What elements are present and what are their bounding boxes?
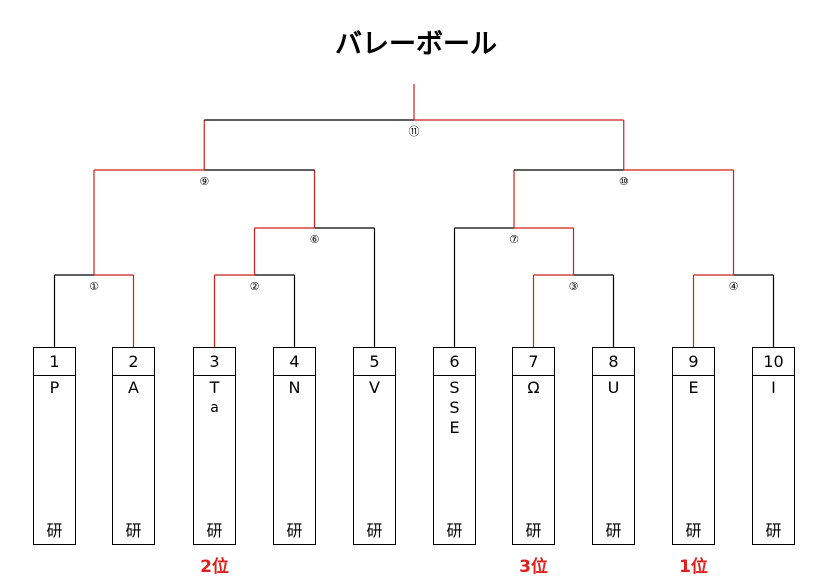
team-name-char: T: [209, 378, 220, 397]
match-label: ③: [568, 280, 579, 293]
team-name-char: S: [449, 398, 460, 417]
team-number: 2: [113, 348, 154, 376]
team-name-char: P: [49, 378, 60, 397]
team-number: 9: [673, 348, 714, 376]
team-lab-label: 研: [765, 521, 782, 540]
team-name-char: N: [288, 378, 301, 397]
team-name: E: [673, 376, 714, 398]
team-name: U: [593, 376, 634, 398]
team-number: 8: [593, 348, 634, 376]
team-number: 10: [753, 348, 794, 376]
rank-label: 1位: [679, 557, 708, 577]
team-name-char: S: [449, 378, 460, 397]
team-number: 3: [194, 348, 235, 376]
team-lab-label: 研: [125, 521, 142, 540]
rank-label: 2位: [200, 557, 229, 577]
team-name: I: [753, 376, 794, 398]
match-label: ④: [728, 280, 739, 293]
team-name-char: Ω: [527, 378, 540, 397]
team-name-char: I: [771, 378, 776, 397]
team-name-char: a: [210, 400, 219, 416]
team-name-char: E: [688, 378, 699, 397]
team-number: 1: [34, 348, 75, 376]
team-name: V: [354, 376, 395, 398]
team-lab-label: 研: [366, 521, 383, 540]
match-label: ⑪: [408, 125, 420, 138]
team-name-char: V: [369, 378, 380, 397]
team-name: A: [113, 376, 154, 398]
match-label: ⑨: [199, 175, 210, 188]
match-label: ①: [89, 280, 99, 293]
team-number: 4: [274, 348, 315, 376]
team-name: P: [34, 376, 75, 398]
team-name: Ω: [513, 376, 554, 398]
match-label: ⑩: [618, 175, 629, 188]
team-lab-label: 研: [685, 521, 702, 540]
rank-label: 3位: [519, 557, 548, 577]
team-lab-label: 研: [206, 521, 223, 540]
match-label: ⑥: [309, 233, 320, 246]
team-lab-label: 研: [46, 521, 63, 540]
team-name-char: E: [449, 418, 460, 437]
team-name-char: A: [128, 378, 139, 397]
team-lab-label: 研: [605, 521, 622, 540]
page-title: バレーボール: [335, 29, 497, 60]
team-number: 6: [434, 348, 475, 376]
match-label: ②: [249, 280, 260, 293]
team-name: N: [274, 376, 315, 398]
match-label: ⑦: [509, 233, 519, 246]
team-number: 7: [513, 348, 554, 376]
team-lab-label: 研: [446, 521, 463, 540]
team-name-char: U: [607, 378, 620, 397]
team-lab-label: 研: [525, 521, 542, 540]
team-number: 5: [354, 348, 395, 376]
team-lab-label: 研: [286, 521, 303, 540]
